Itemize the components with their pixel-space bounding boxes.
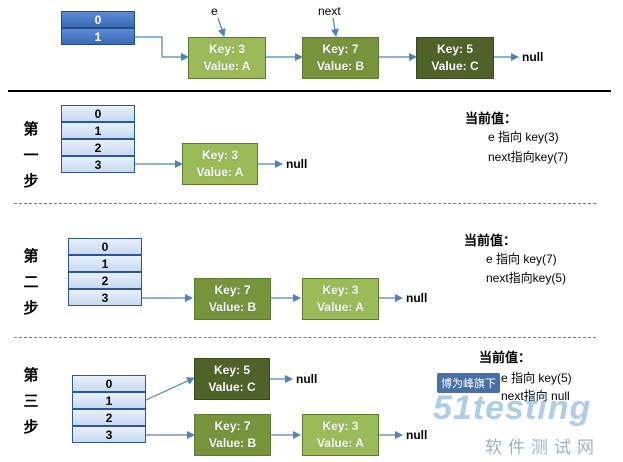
node-value: Value: C: [431, 59, 479, 73]
step1-node-key3: Key: 3 Value: A: [182, 143, 258, 185]
step1-label: 第 一 步: [20, 116, 42, 194]
step-label-char: 步: [23, 172, 39, 190]
node-key: Key: 7: [322, 42, 359, 56]
step-label-char: 一: [23, 146, 39, 164]
pointer-next-label: next: [318, 4, 341, 18]
node-key: Key: 3: [322, 419, 359, 433]
step-label-char: 三: [23, 392, 39, 410]
step1-array-slot-1: 1: [61, 122, 135, 139]
node-value: Value: A: [196, 165, 244, 179]
step-label-char: 第: [23, 120, 39, 138]
step3-state-line-2: next指向 null: [501, 389, 570, 403]
top-array-slot-0: 0: [61, 11, 135, 28]
pointer-e-label: e: [211, 4, 218, 18]
step3-label: 第 三 步: [20, 362, 42, 440]
step1-array-slot-2: 2: [61, 139, 135, 156]
step2-state-line-1: e 指向 key(7): [486, 252, 557, 266]
step-label-char: 步: [23, 299, 39, 317]
step1-state-line-1: e 指向 key(3): [488, 130, 559, 144]
node-value: Value: A: [203, 59, 251, 73]
step3-array-slot-1: 1: [72, 392, 146, 409]
arrow-top-slot1-to-node3: [135, 36, 189, 61]
node-key: Key: 3: [201, 148, 239, 162]
step-label-char: 第: [23, 366, 39, 384]
node-value: Value: B: [316, 59, 365, 73]
step1-state-line-2: next指向key(7): [488, 150, 569, 164]
node-key: Key: 5: [213, 363, 251, 377]
step2-array-slot-2: 2: [68, 272, 142, 289]
top-node-key3: Key: 3 Value: A: [188, 37, 266, 79]
step2-array-slot-0: 0: [68, 238, 142, 255]
step3-state-line-1: e 指向 key(5): [501, 371, 572, 385]
step2-state-title: 当前值：: [464, 233, 517, 248]
step2-state-line-2: next指向key(5): [486, 271, 567, 285]
top-divider: [8, 90, 611, 92]
pointer-e-arrow: [217, 17, 226, 37]
step3-null-label-row1: null: [296, 372, 318, 386]
step-label-char: 第: [23, 247, 39, 265]
arrow-step3-slot1-to-node5: [145, 377, 195, 401]
step2-node-key7: Key: 7 Value: B: [194, 278, 271, 320]
step3-node-key3: Key: 3 Value: A: [302, 414, 379, 456]
step3-node-key5: Key: 5 Value: C: [194, 358, 270, 400]
step3-null-label-row3: null: [406, 428, 428, 442]
node-value: Value: B: [208, 300, 257, 314]
step2-node-key3: Key: 3 Value: A: [302, 278, 379, 320]
top-array-slot-1: 1: [61, 28, 135, 45]
node-value: Value: A: [317, 300, 364, 314]
step2-null-label: null: [406, 291, 428, 305]
node-key: Key: 7: [214, 283, 251, 297]
node-key: Key: 3: [208, 42, 246, 56]
node-value: Value: B: [208, 436, 257, 450]
step3-array-slot-0: 0: [72, 375, 146, 392]
step3-node-key7: Key: 7 Value: B: [194, 414, 271, 456]
pointer-next-arrow: [330, 17, 339, 37]
step-label-char: 二: [23, 273, 39, 291]
step3-array-slot-3: 3: [72, 426, 146, 443]
step1-array-slot-3: 3: [61, 156, 135, 173]
step1-state-title: 当前值：: [465, 111, 518, 126]
top-null-label: null: [522, 50, 544, 64]
node-value: Value: C: [208, 380, 256, 394]
step-label-char: 步: [23, 418, 39, 436]
node-key: Key: 7: [214, 419, 251, 433]
top-node-key7: Key: 7 Value: B: [302, 37, 379, 79]
step1-divider: [14, 203, 596, 204]
step2-label: 第 二 步: [20, 243, 42, 321]
top-node-key5: Key: 5 Value: C: [416, 37, 494, 79]
step2-array-slot-3: 3: [68, 289, 142, 306]
step2-divider: [14, 337, 596, 338]
watermark-logo: 51testing: [433, 389, 592, 427]
watermark-tag: 博为峰旗下: [437, 373, 500, 393]
step1-null-label: null: [286, 157, 308, 171]
step2-array-slot-1: 1: [68, 255, 142, 272]
watermark-subtitle: 软件测试网: [485, 438, 600, 457]
step1-array-slot-0: 0: [61, 105, 135, 122]
node-value: Value: A: [317, 436, 364, 450]
node-key: Key: 3: [322, 283, 359, 297]
step3-state-title: 当前值：: [479, 350, 532, 365]
node-key: Key: 5: [436, 42, 474, 56]
step3-array-slot-2: 2: [72, 409, 146, 426]
